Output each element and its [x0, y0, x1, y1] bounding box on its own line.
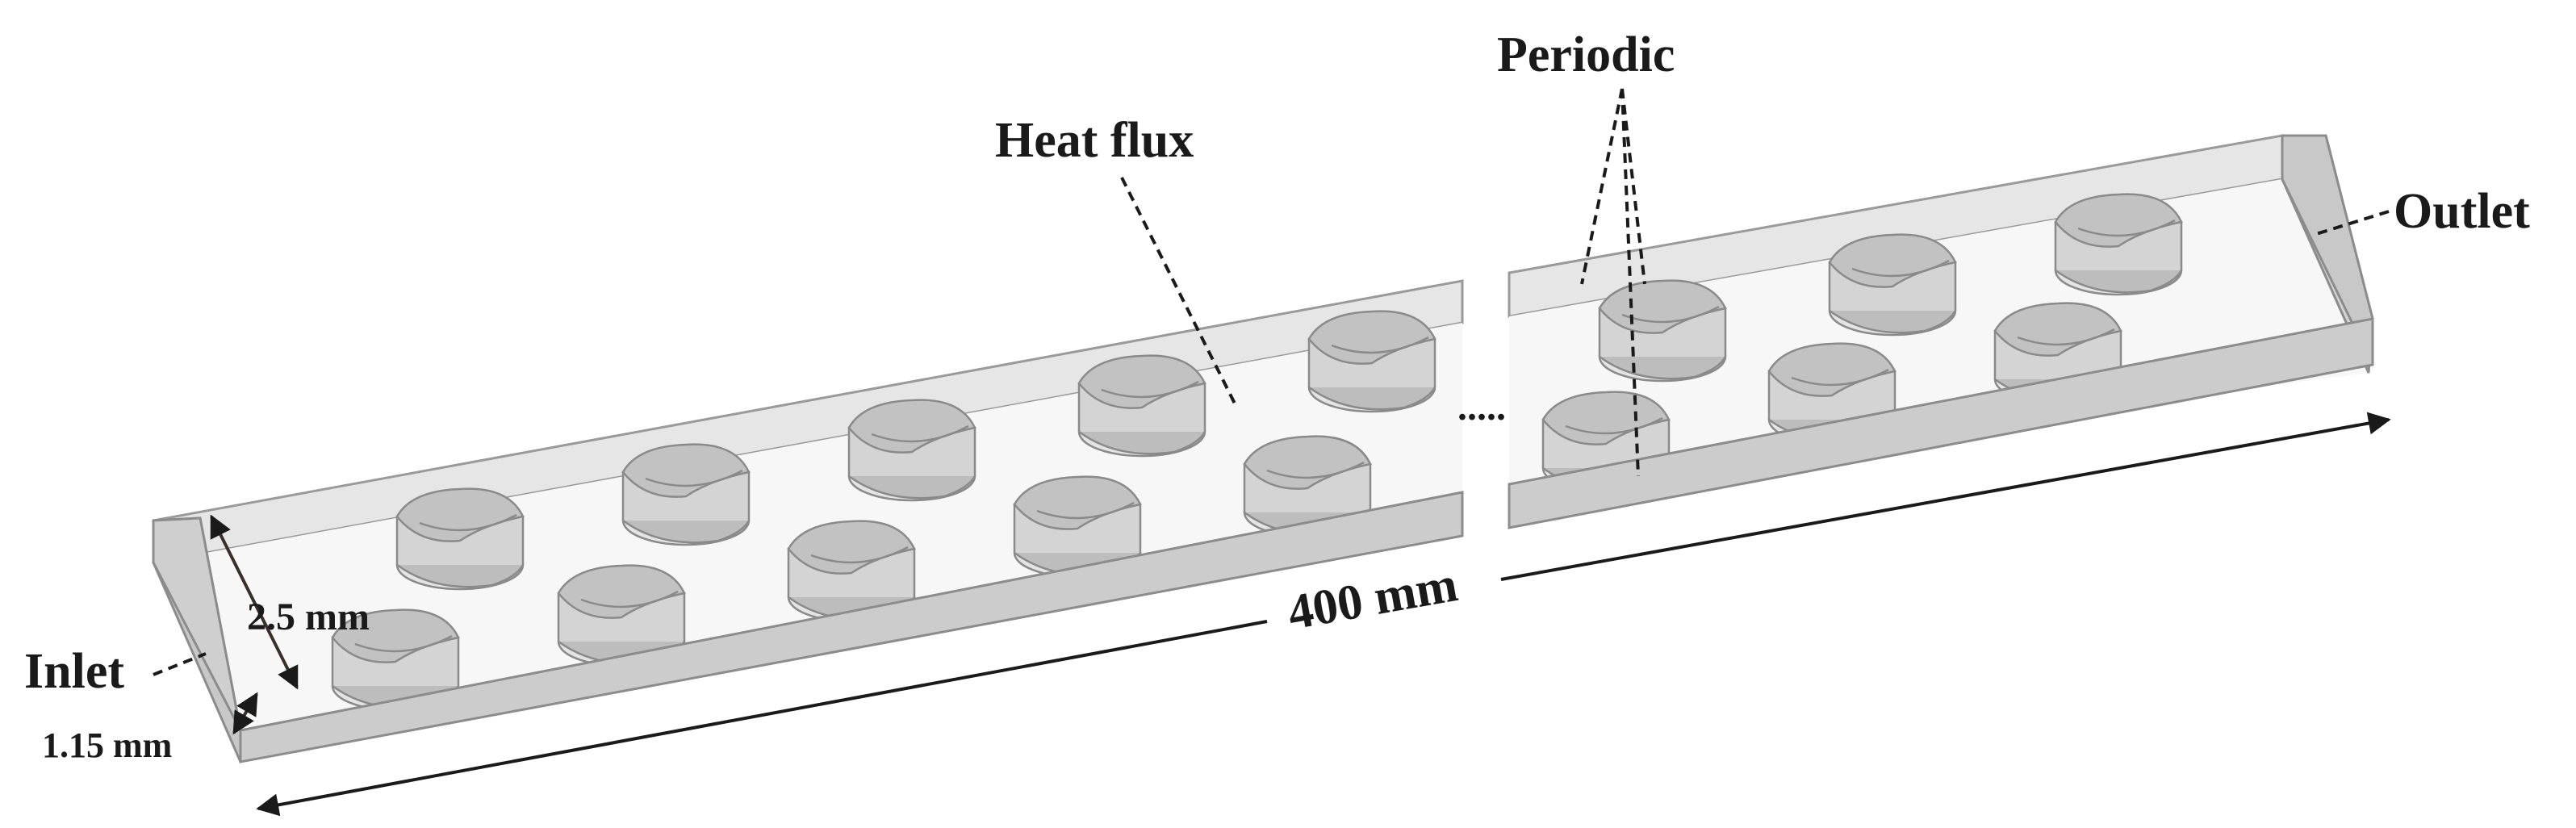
leader-heat-flux — [1120, 177, 1236, 404]
fin — [2054, 193, 2183, 296]
leader-periodic-mid — [1620, 88, 1646, 285]
front-wall-left — [239, 491, 1464, 763]
leader-inlet — [153, 652, 207, 676]
dimension-length — [256, 412, 2391, 817]
dimension-depth — [232, 692, 258, 735]
ellipsis-label: ..... — [1457, 386, 1506, 429]
length-label: 400 mm — [1284, 557, 1462, 641]
fin — [395, 487, 525, 591]
outlet-face-shade — [2281, 134, 2374, 366]
leader-lines — [153, 88, 2390, 676]
inlet-label: Inlet — [24, 644, 124, 699]
heat-flux-label: Heat flux — [995, 113, 1194, 168]
height-label: 2.5 mm — [247, 596, 370, 638]
dimension-height — [210, 514, 299, 690]
fin — [1828, 233, 1957, 337]
outlet-label: Outlet — [2394, 184, 2530, 239]
leader-periodic-left — [1580, 88, 1624, 285]
fin — [1307, 310, 1436, 413]
fin — [621, 443, 751, 546]
fin — [847, 399, 976, 502]
front-wall-right — [1508, 317, 2374, 529]
depth-label: 1.15 mm — [42, 726, 172, 765]
fin — [1077, 354, 1206, 458]
periodic-label: Periodic — [1497, 27, 1675, 82]
leader-periodic-right — [1620, 88, 1640, 477]
fin — [1598, 279, 1727, 383]
leader-outlet — [2315, 210, 2390, 236]
